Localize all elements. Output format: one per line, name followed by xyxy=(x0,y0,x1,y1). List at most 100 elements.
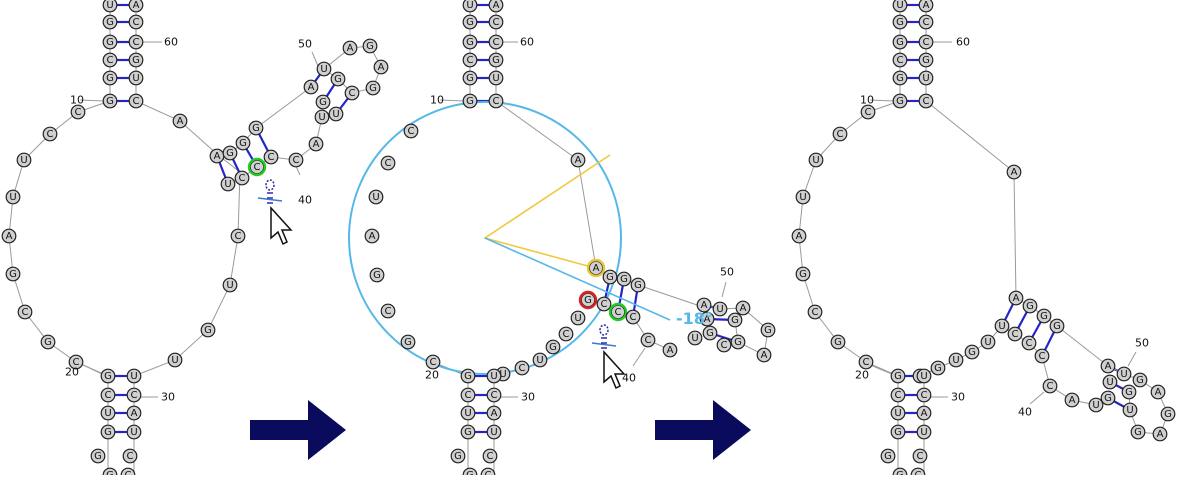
nucleotide[interactable]: G xyxy=(795,266,811,282)
nucleotide[interactable]: G xyxy=(727,312,743,328)
nucleotide[interactable]: C xyxy=(126,387,142,403)
nucleotide[interactable]: C xyxy=(17,304,33,320)
nucleotide[interactable]: C xyxy=(910,467,926,480)
nucleotide[interactable]: A xyxy=(172,113,188,129)
nucleotide[interactable]: C xyxy=(890,387,906,403)
nucleotide[interactable]: U xyxy=(687,330,703,346)
nucleotide[interactable]: C xyxy=(288,152,304,168)
nucleotide[interactable]: C xyxy=(1021,335,1037,351)
nucleotide[interactable]: G xyxy=(235,135,251,151)
nucleotide[interactable]: A xyxy=(342,40,358,56)
nucleotide[interactable]: C xyxy=(100,387,116,403)
nucleotide[interactable]: C xyxy=(128,34,144,50)
nucleotide[interactable]: G xyxy=(1132,372,1148,388)
nucleotide[interactable]: G xyxy=(102,70,118,86)
nucleotide[interactable]: G xyxy=(200,322,216,338)
nucleotide[interactable]: U xyxy=(1122,402,1138,418)
nucleotide[interactable]: A xyxy=(209,148,225,164)
nucleotide[interactable]: G xyxy=(462,467,478,480)
nucleotide[interactable]: U xyxy=(1102,374,1118,390)
nucleotide[interactable]: G xyxy=(892,14,908,30)
nucleotide[interactable]: U xyxy=(368,189,384,205)
nucleotide[interactable]: C xyxy=(596,296,612,312)
nucleotide[interactable]: U xyxy=(892,0,908,13)
nucleotide[interactable]: U xyxy=(5,189,21,205)
nucleotide[interactable]: C xyxy=(1034,348,1050,364)
nucleotide[interactable]: C xyxy=(128,14,144,30)
nucleotide[interactable]: C xyxy=(807,304,823,320)
nucleotide[interactable]: C xyxy=(403,123,419,139)
nucleotide[interactable]: C xyxy=(514,360,530,376)
nucleotide[interactable]: U xyxy=(222,277,238,293)
nucleotide[interactable]: G xyxy=(100,424,116,440)
nucleotide[interactable]: G xyxy=(730,334,746,350)
nucleotide[interactable]: G xyxy=(890,424,906,440)
nucleotide[interactable]: A xyxy=(488,0,504,13)
nucleotide[interactable]: G xyxy=(892,93,908,109)
nucleotide[interactable]: U xyxy=(328,106,344,122)
nucleotide[interactable]: G xyxy=(1121,384,1137,400)
nucleotide[interactable]: G xyxy=(102,34,118,50)
nucleotide[interactable]: C xyxy=(102,52,118,68)
nucleotide[interactable]: U xyxy=(126,424,142,440)
nucleotide[interactable]: G xyxy=(100,368,116,384)
nucleotide[interactable]: G xyxy=(578,290,598,310)
nucleotide[interactable]: C xyxy=(488,14,504,30)
nucleotide[interactable]: C xyxy=(344,85,360,101)
nucleotide[interactable]: U xyxy=(918,70,934,86)
nucleotide[interactable]: C xyxy=(462,52,478,68)
nucleotide[interactable]: G xyxy=(930,360,946,376)
nucleotide[interactable]: U xyxy=(486,424,502,440)
nucleotide[interactable]: C xyxy=(122,448,138,464)
nucleotide[interactable]: C xyxy=(860,104,876,120)
nucleotide[interactable]: A xyxy=(128,0,144,13)
nucleotide[interactable]: G xyxy=(102,14,118,30)
nucleotide[interactable]: U xyxy=(808,152,824,168)
nucleotide[interactable]: C xyxy=(1007,326,1023,342)
nucleotide[interactable]: C xyxy=(480,467,496,480)
nucleotide[interactable]: U xyxy=(102,0,118,13)
nucleotide[interactable]: U xyxy=(712,301,728,317)
nucleotide[interactable]: G xyxy=(102,467,118,480)
nucleotide[interactable]: U xyxy=(100,405,116,421)
nucleotide[interactable]: C xyxy=(425,354,441,370)
nucleotide[interactable]: C xyxy=(716,337,732,353)
nucleotide[interactable]: U xyxy=(126,368,142,384)
nucleotide[interactable]: G xyxy=(90,448,106,464)
nucleotide[interactable]: U xyxy=(916,424,932,440)
nucleotide[interactable]: A xyxy=(1100,358,1116,374)
nucleotide[interactable]: G xyxy=(488,52,504,68)
nucleotide[interactable]: C xyxy=(892,52,908,68)
nucleotide[interactable]: U xyxy=(980,334,996,350)
nucleotide[interactable]: A xyxy=(735,300,751,316)
nucleotide[interactable]: A xyxy=(308,136,324,152)
nucleotide[interactable]: U xyxy=(570,310,586,326)
nucleotide[interactable]: G xyxy=(462,93,478,109)
nucleotide[interactable]: G xyxy=(616,271,632,287)
nucleotide[interactable]: U xyxy=(16,152,32,168)
nucleotide[interactable]: G xyxy=(964,344,980,360)
nucleotide[interactable]: C xyxy=(858,354,874,370)
nucleotide[interactable]: C xyxy=(625,309,641,325)
nucleotide[interactable]: A xyxy=(586,258,606,278)
nucleotide[interactable]: G xyxy=(462,34,478,50)
nucleotide[interactable]: A xyxy=(303,79,319,95)
nucleotide[interactable]: G xyxy=(1022,298,1038,314)
nucleotide[interactable]: G xyxy=(365,80,381,96)
nucleotide[interactable]: A xyxy=(1008,290,1024,306)
nucleotide[interactable]: U xyxy=(462,0,478,13)
nucleotide[interactable]: G xyxy=(892,34,908,50)
nucleotide[interactable]: G xyxy=(128,52,144,68)
nucleotide[interactable]: A xyxy=(791,228,807,244)
nucleotide[interactable]: G xyxy=(102,93,118,109)
nucleotide[interactable]: C xyxy=(608,302,628,322)
nucleotide[interactable]: U xyxy=(314,109,330,125)
nucleotide[interactable]: A xyxy=(696,297,712,313)
nucleotide[interactable]: C xyxy=(486,387,502,403)
nucleotide[interactable]: U xyxy=(948,352,964,368)
nucleotide[interactable]: U xyxy=(890,405,906,421)
nucleotide[interactable]: C xyxy=(460,387,476,403)
nucleotide[interactable]: G xyxy=(330,71,346,87)
nucleotide[interactable]: G xyxy=(918,52,934,68)
nucleotide[interactable]: G xyxy=(892,70,908,86)
